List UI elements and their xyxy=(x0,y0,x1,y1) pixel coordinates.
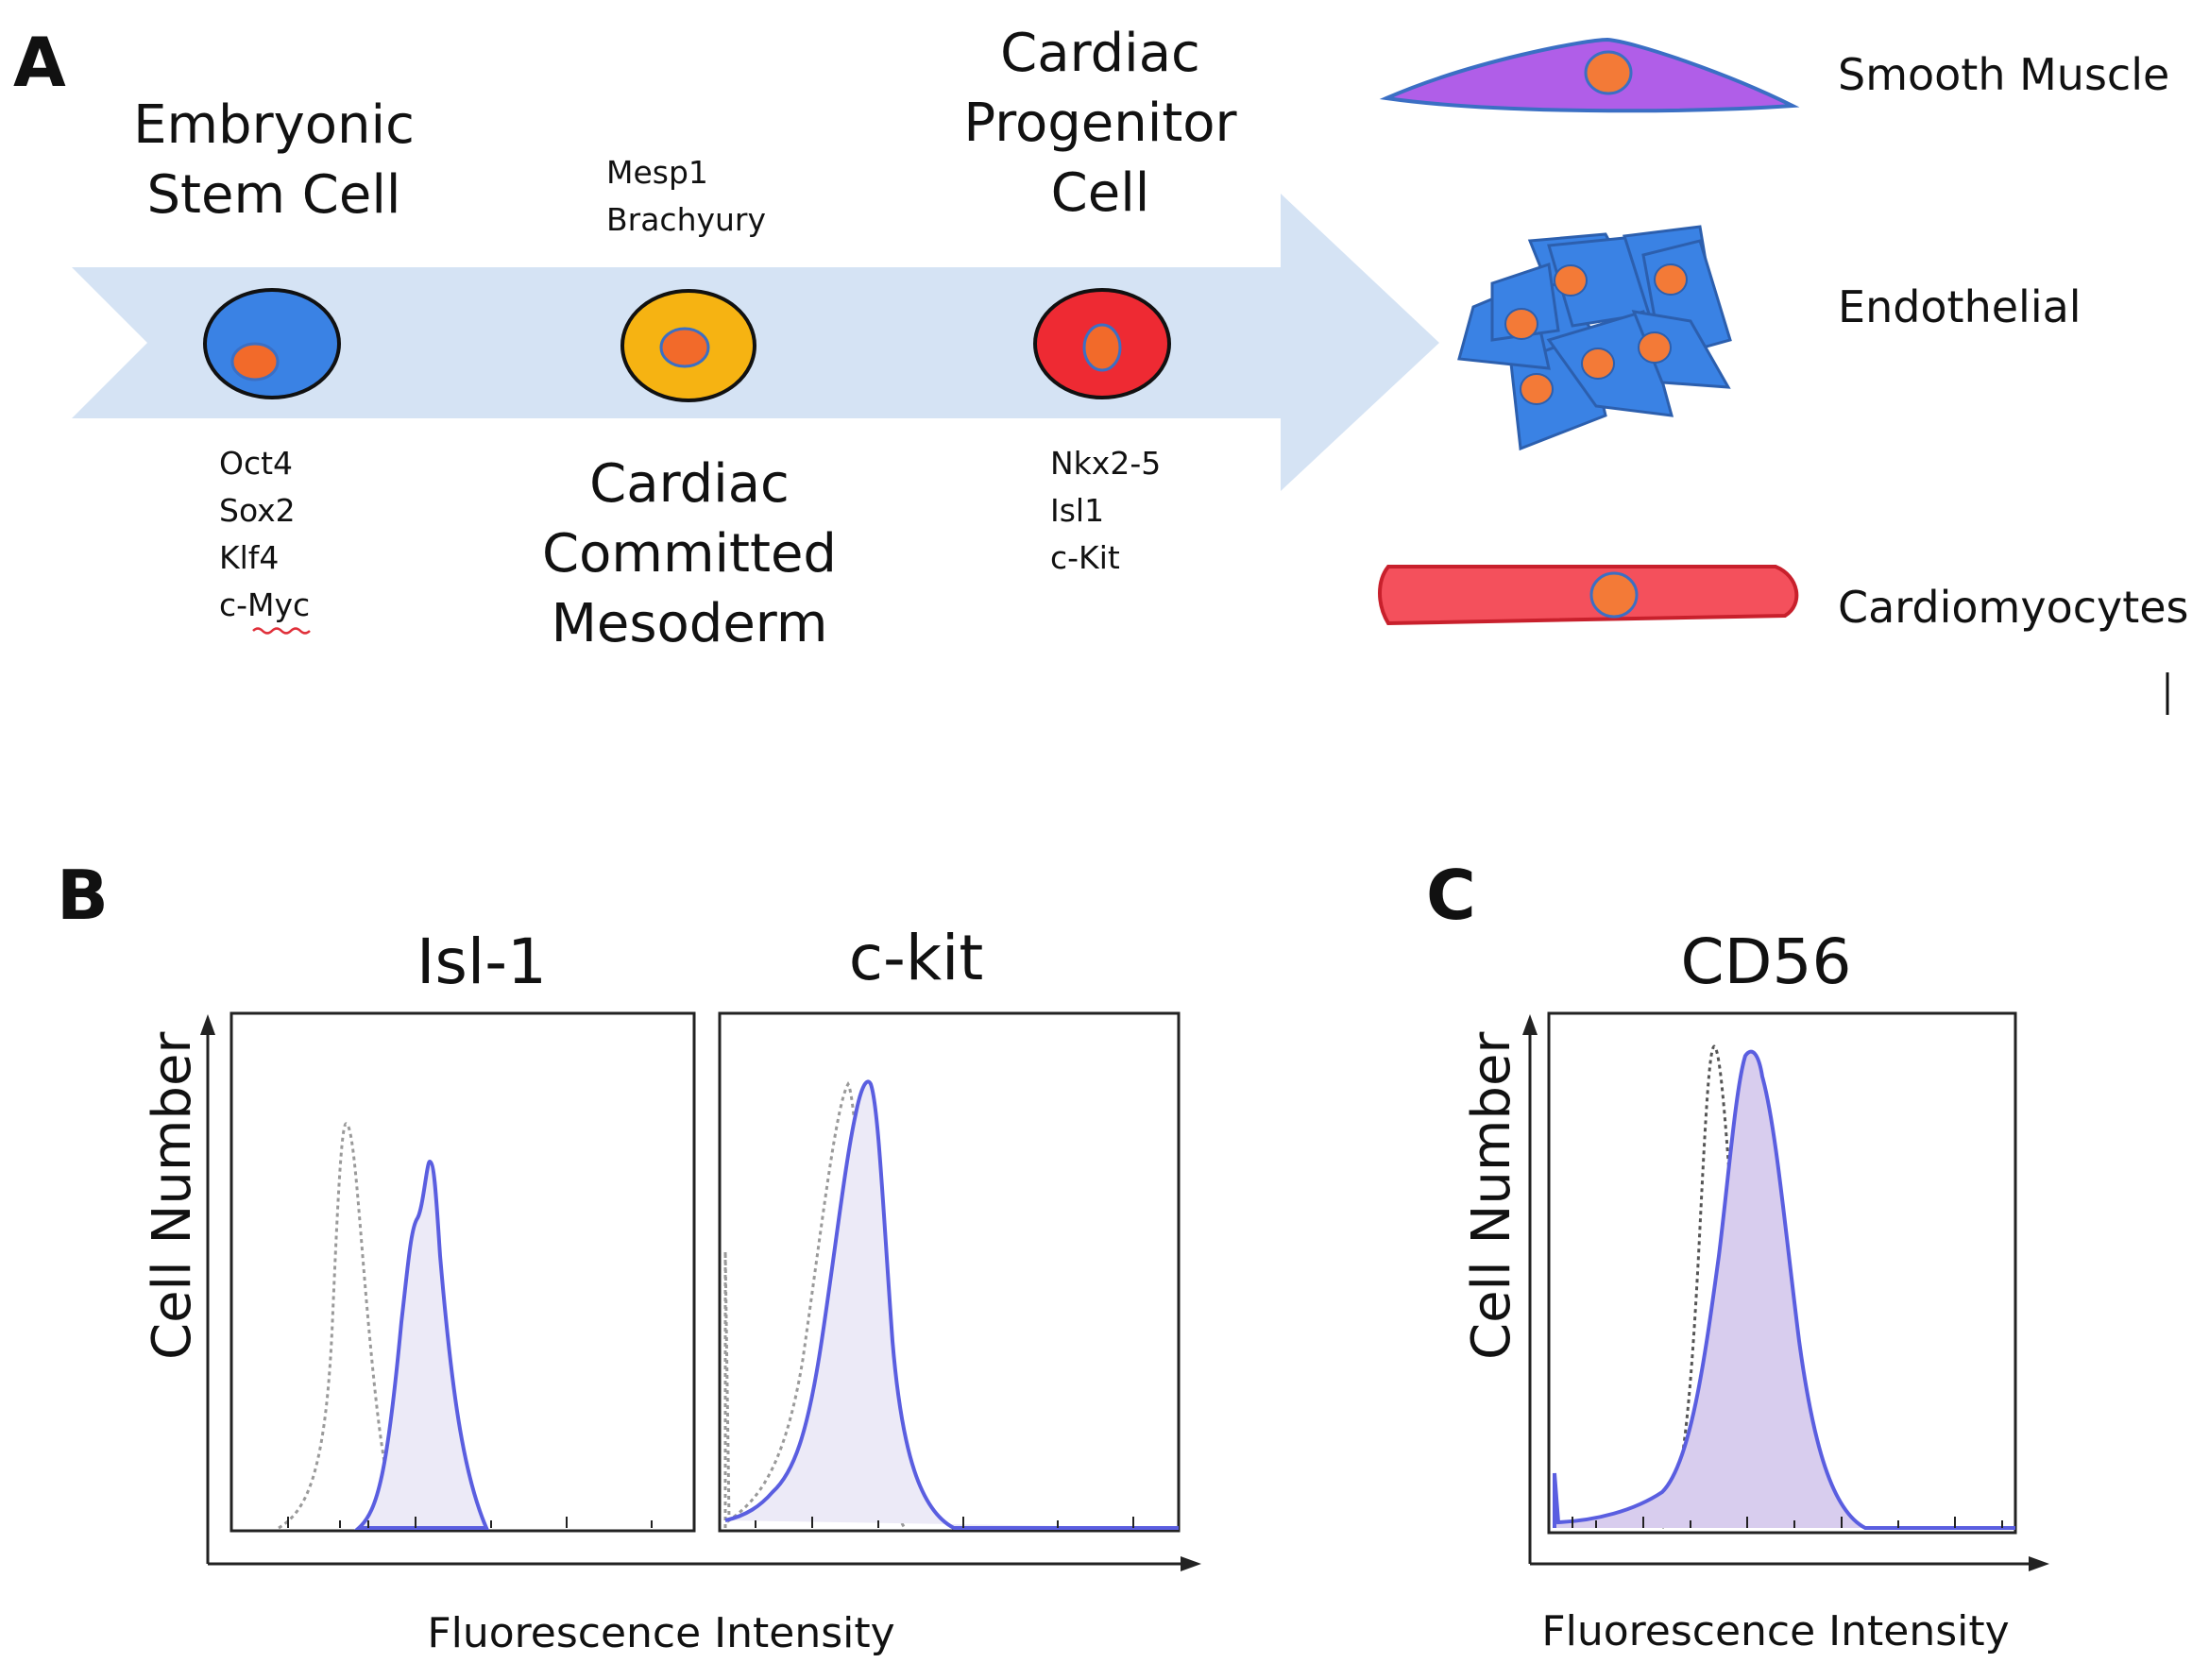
panel-b-x-arrowhead xyxy=(1181,1556,1201,1571)
ckit-control-curve xyxy=(723,1081,907,1529)
panel-c-y-arrowhead xyxy=(1522,1014,1538,1035)
panel-c-x-arrowhead xyxy=(2029,1556,2049,1571)
panel-b-x-ticks xyxy=(287,1517,1134,1528)
panel-a-label: A xyxy=(13,23,66,102)
histogram-title-cd56: CD56 xyxy=(1680,925,1852,998)
cd56-sample-curve xyxy=(1553,1049,2015,1530)
endothelial-nuclei-icon xyxy=(1504,263,1688,405)
fate-label-cardiomyocytes: Cardiomyocytes xyxy=(1838,582,2189,633)
stage-title-cardiac-committed-mesoderm: Cardiac Committed Mesoderm xyxy=(542,453,837,654)
mesoderm-cell-nucleus-icon xyxy=(659,327,710,368)
fate-label-endothelial: Endothelial xyxy=(1838,281,2082,332)
markers-embryonic-stem-cell: Oct4 Sox2 Klf4 c-Myc xyxy=(219,445,311,623)
histogram-frame-cd56 xyxy=(1547,1011,2017,1535)
isl1-sample-curve xyxy=(353,1159,490,1530)
stage-title-cardiac-progenitor-cell: Cardiac Progenitor Cell xyxy=(963,23,1237,224)
cardiomyocyte-cell-icon xyxy=(1378,565,1799,626)
spellcheck-underline xyxy=(252,627,311,635)
progenitor-cell-nucleus-icon xyxy=(1082,323,1122,372)
markers-mesoderm: Mesp1 Brachyury xyxy=(606,154,767,238)
panel-c-x-axis-label: Fluorescence Intensity xyxy=(1541,1607,2010,1655)
panel-b-y-arrowhead xyxy=(200,1014,215,1035)
markers-progenitor: Nkx2-5 Isl1 c-Kit xyxy=(1050,445,1162,576)
panel-c-label: C xyxy=(1426,856,1476,935)
panel-b-x-axis-label: Fluorescence Intensity xyxy=(427,1609,895,1657)
panel-c-x-ticks xyxy=(1572,1517,2003,1528)
histogram-frame-ckit xyxy=(718,1011,1181,1533)
smooth-muscle-nucleus-icon xyxy=(1584,50,1633,95)
cd56-control-curve xyxy=(1660,1044,1795,1530)
fate-label-smooth-muscle: Smooth Muscle xyxy=(1838,49,2170,100)
cardiomyocyte-nucleus-icon xyxy=(1589,571,1639,619)
stage-title-embryonic-stem-cell: Embryonic Stem Cell xyxy=(133,94,415,226)
panel-b-label: B xyxy=(57,856,109,935)
embryonic-stem-cell-nucleus-icon xyxy=(230,342,280,382)
histogram-title-ckit: c-kit xyxy=(848,922,984,994)
histogram-title-isl1: Isl-1 xyxy=(416,925,547,998)
ckit-sample-curve xyxy=(724,1079,1179,1530)
histogram-frame-isl1 xyxy=(229,1011,696,1533)
